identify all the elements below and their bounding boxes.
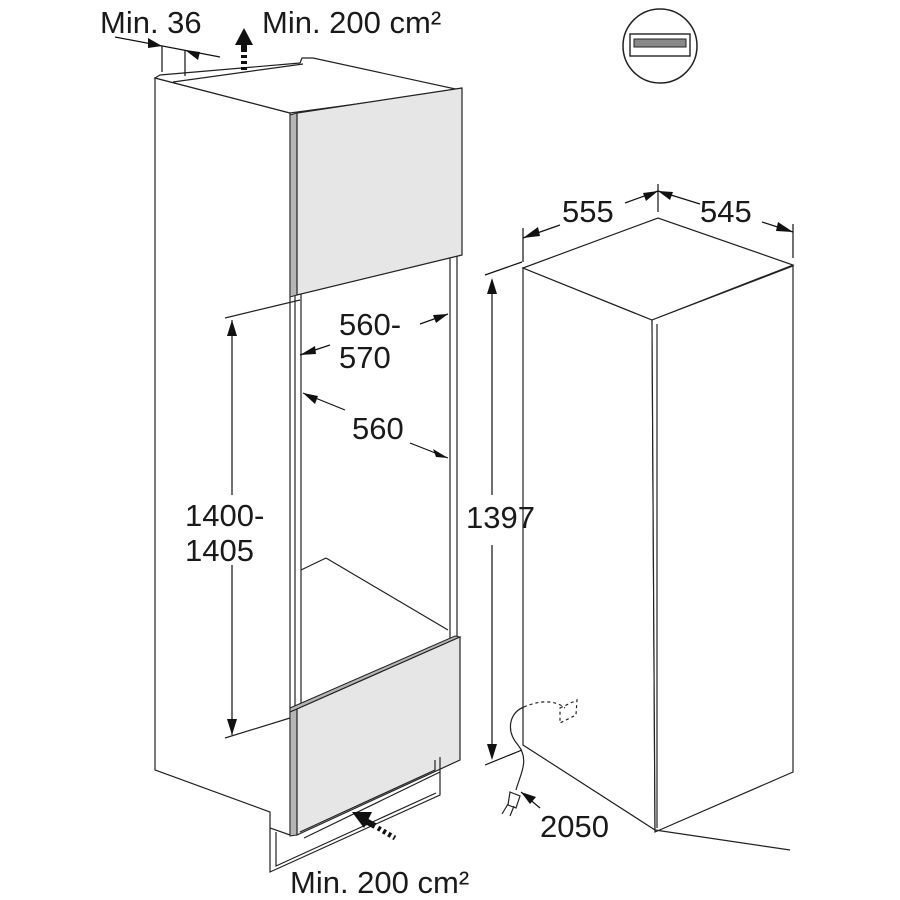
built-in-fitting-icon (622, 8, 698, 84)
cable-length-label: 2050 (540, 809, 609, 844)
airflow-up-arrow-icon (235, 28, 253, 70)
niche-width-label-b: 570 (339, 340, 391, 375)
niche-width-label-a: 560- (339, 307, 401, 342)
airflow-in-arrow-icon (352, 812, 397, 841)
upper-door-edge (289, 112, 298, 298)
appliance-door (651, 265, 794, 833)
niche-height-label-b: 1405 (185, 533, 254, 568)
inner-width-label: 560 (352, 411, 404, 446)
upper-door (296, 87, 463, 296)
appliance-top (521, 217, 795, 321)
appliance-side (522, 267, 656, 832)
cabinet (153, 57, 463, 873)
niche-height-label-a: 1400- (185, 498, 264, 533)
appliance-height-label: 1397 (466, 500, 535, 535)
vent-top-label: Min. 200 cm² (262, 5, 441, 40)
cabinet-side-panel (154, 77, 291, 836)
appliance-width-label: 555 (562, 194, 614, 229)
vent-bottom-label: Min. 200 cm² (290, 865, 469, 900)
min-gap-label: Min. 36 (100, 5, 202, 40)
lower-door (296, 636, 461, 836)
appliance-depth-label: 545 (700, 194, 752, 229)
power-cable (509, 706, 525, 791)
appliance (501, 217, 795, 851)
socket-icon (559, 699, 578, 724)
plug-icon (501, 791, 521, 817)
dimension-lines (114, 28, 794, 841)
